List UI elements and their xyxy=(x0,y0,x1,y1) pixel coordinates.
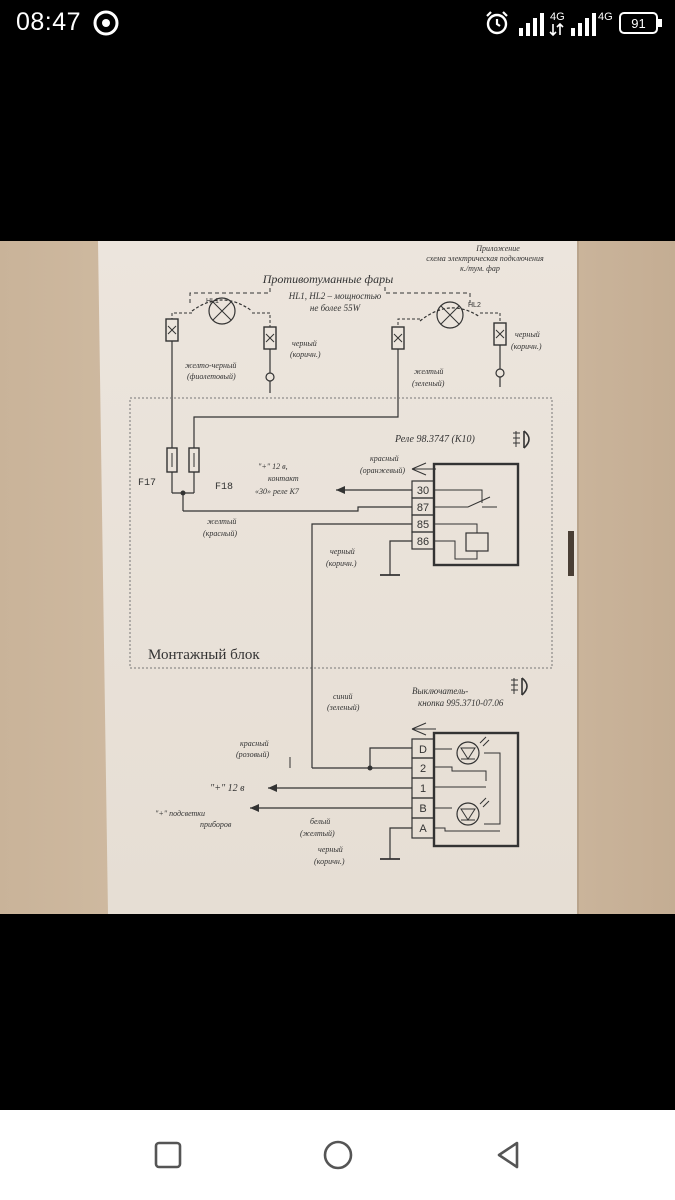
home-button[interactable] xyxy=(318,1135,358,1175)
wire-label-black-right: черный xyxy=(515,330,540,339)
relay-pin-30: 30 xyxy=(417,485,429,497)
fog-lights-title: Противотуманные фары xyxy=(262,272,393,286)
hl1-lamp-symbol: HL1 xyxy=(191,297,253,325)
relay-pin-87: 87 xyxy=(417,502,429,514)
wire-label-red: красный xyxy=(370,454,399,463)
wire-label-brown-right: (коричн.) xyxy=(511,342,542,351)
fuse-label-f18: F18 xyxy=(215,482,233,493)
switch-icon xyxy=(511,677,528,696)
fuse-label-f17: F17 xyxy=(138,478,156,489)
wire-label-brown-relay: (коричн.) xyxy=(326,559,357,568)
wire-label-red-switch: красный xyxy=(240,739,269,748)
plus12-contact-line-1: "+" 12 в, xyxy=(258,462,288,471)
back-button[interactable] xyxy=(488,1135,528,1175)
wire-label-red-fuse: (красный) xyxy=(203,529,237,538)
battery-icon: 91 xyxy=(619,12,662,34)
wire-label-white: белый xyxy=(310,817,330,826)
wire-label-black-left: черный xyxy=(292,339,317,348)
battery-level: 91 xyxy=(631,16,645,31)
wire-label-violet: (фиолетовый) xyxy=(187,372,236,381)
wire-label-blue: синий xyxy=(333,692,353,701)
wire-label-black-switch: черный xyxy=(318,845,343,854)
hl2-lamp-symbol: HL2 xyxy=(419,301,481,329)
fog-power-line-1: HL1, HL2 – мощностью xyxy=(288,291,382,301)
switch-pin-2: 2 xyxy=(420,763,426,775)
hl2-label: HL2 xyxy=(468,302,481,309)
plus12-contact-line-2: контакт xyxy=(268,474,299,483)
appendix-line-1: Приложение xyxy=(475,244,520,253)
mounting-block-label: Монтажный блок xyxy=(148,647,260,663)
wire-label-yellow: желтый xyxy=(414,367,443,376)
wiring-diagram-photo: Приложение схема электрическая подключен… xyxy=(0,241,675,914)
switch-title-line-2: кнопка 995.3710-07.06 xyxy=(418,698,504,708)
wire-label-brown-left: (коричн.) xyxy=(290,350,321,359)
appendix-line-3: к./тум. фар xyxy=(460,264,500,273)
wire-label-orange: (оранжевый) xyxy=(360,466,405,475)
fog-power-line-2: не более 55W xyxy=(310,303,362,313)
relay-k10-symbol xyxy=(411,462,520,567)
plus12-contact-line-3: «30» реле К7 xyxy=(255,487,300,496)
fog-lamp-icon xyxy=(513,430,530,449)
photo-viewer[interactable]: Приложение схема электрическая подключен… xyxy=(0,241,675,914)
relay-title: Реле 98.3747 (К10) xyxy=(394,434,475,445)
plus12-label: "+" 12 в xyxy=(210,783,245,794)
relay-pin-86: 86 xyxy=(417,536,429,548)
status-time: 08:47 xyxy=(16,8,82,36)
switch-pin-a: A xyxy=(419,823,427,835)
wire-label-green: (зеленый) xyxy=(412,379,445,388)
signal-icon-2: 4G xyxy=(571,11,613,36)
sync-icon xyxy=(93,10,119,36)
switch-pin-b: B xyxy=(419,803,426,815)
signal-icon-1: 4G xyxy=(519,11,565,37)
wire-label-black-relay: черный xyxy=(330,547,355,556)
wire-label-pink: (розовый) xyxy=(236,750,269,759)
relay-pin-85: 85 xyxy=(417,519,429,531)
switch-title-line-1: Выключатель- xyxy=(412,686,468,696)
wire-label-brown-switch: (коричн.) xyxy=(314,857,345,866)
wire-label-yellow-black: желто-черный xyxy=(185,361,236,370)
backlight-line-1: "+" подсветки xyxy=(155,809,205,818)
wire-label-yellow-fuse: желтый xyxy=(207,517,236,526)
wire-label-green-switch: (зеленый) xyxy=(327,703,360,712)
appendix-line-2: схема электрическая подключения xyxy=(426,254,544,263)
switch-pin-d: D xyxy=(419,744,427,756)
wire-label-yellow-switch: (желтый) xyxy=(300,829,335,838)
network-type-1: 4G xyxy=(550,11,565,23)
hl1-label: HL1 xyxy=(206,298,219,305)
backlight-line-2: приборов xyxy=(200,820,232,829)
alarm-icon xyxy=(486,11,508,35)
status-bar: 08:47 4G 4G 91 xyxy=(0,0,675,48)
recent-apps-button[interactable] xyxy=(148,1135,188,1175)
navigation-bar xyxy=(0,1110,675,1200)
network-type-2: 4G xyxy=(598,11,613,23)
switch-pin-1: 1 xyxy=(420,783,426,795)
